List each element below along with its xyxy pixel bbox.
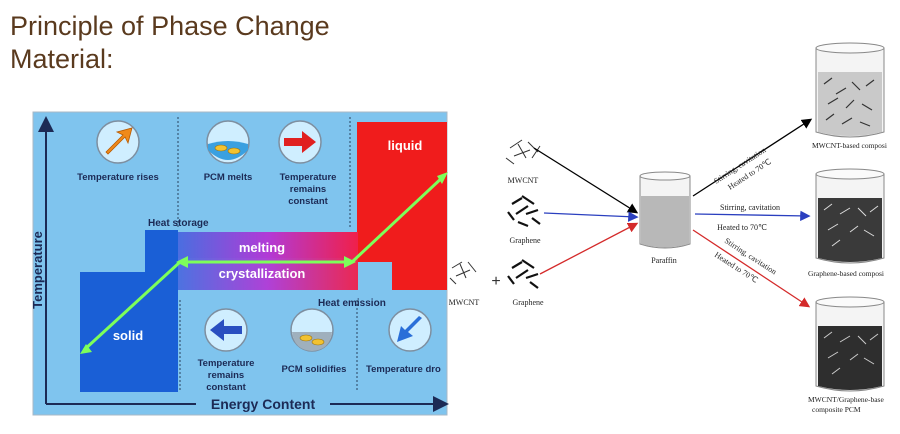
paraffin-label: Paraffin	[651, 256, 677, 265]
path-arrowhead-mid-left	[176, 256, 188, 268]
solidifying-pcm-icon	[290, 308, 334, 352]
liquid-label: liquid	[388, 138, 423, 153]
liquid-region	[357, 122, 447, 290]
path-arrowhead-end	[437, 172, 448, 184]
graphene-to-paraffin-arrow	[543, 211, 639, 222]
arrow-left-icon	[204, 308, 248, 352]
page-title: Principle of Phase Change Material:	[10, 10, 450, 76]
x-axis-label: Energy Content	[211, 396, 316, 412]
route-3-arrow	[692, 229, 811, 308]
y-axis-label: Temperature	[30, 231, 45, 309]
mwcnt-label: MWCNT	[508, 176, 539, 185]
phase-path-line	[82, 173, 447, 352]
temp-constant-bottom-line3: constant	[206, 382, 246, 393]
route-2-step1: Stirring, cavitation	[720, 203, 780, 212]
product-3-label-line2: composite PCM	[812, 405, 861, 414]
x-axis-label-bg	[196, 396, 330, 412]
paraffin-beaker-icon	[639, 171, 691, 249]
heat-storage-label: Heat storage	[148, 218, 209, 229]
combo-to-paraffin-arrow	[539, 222, 639, 275]
temp-constant-bottom-line1: Temperature	[198, 358, 255, 369]
temperature-rises-icon	[96, 120, 140, 164]
path-arrowhead-mid-right	[344, 256, 356, 268]
title-line-1: Principle of Phase Change	[10, 11, 330, 41]
pcm-solidifies-label: PCM solidifies	[282, 364, 347, 375]
melting-band	[178, 232, 358, 258]
route-2-arrow	[694, 210, 811, 222]
product-1-label: MWCNT-based composi	[812, 141, 887, 150]
heat-emission-label: Heat emission	[318, 298, 386, 309]
graphene-material-icon	[507, 195, 541, 228]
arrow-right-icon	[278, 120, 322, 164]
solid-label: solid	[113, 328, 143, 343]
mwcnt-material-icon	[505, 139, 541, 165]
temp-constant-bottom-line2: remains	[208, 370, 244, 381]
pcm-melts-label: PCM melts	[204, 172, 253, 183]
path-arrowhead-start	[80, 344, 92, 354]
temperature-rises-label: Temperature rises	[77, 172, 159, 183]
product-3-label-line1: MWCNT/Graphene-base	[808, 395, 884, 404]
combo-graphene-label: Graphene	[512, 298, 544, 307]
graphene-label: Graphene	[509, 236, 541, 245]
arrow-down-left-icon	[388, 308, 432, 352]
pcm-principle-diagram: Energy Content Temperature solid liquid …	[30, 111, 449, 416]
melting-label: melting	[239, 240, 285, 255]
route-2-step2: Heated to 70℃	[717, 223, 767, 232]
temp-constant-top-line1: Temperature	[280, 172, 337, 183]
combo-mwcnt-icon	[449, 261, 477, 285]
temp-constant-top-line2: remains	[290, 184, 326, 195]
temperature-drops-label: Temperature dro	[366, 364, 441, 375]
mwcnt-to-paraffin-arrow	[533, 147, 639, 214]
mwcnt-composite-beaker-icon	[815, 42, 885, 138]
melting-pcm-icon	[206, 120, 250, 164]
title-line-2: Material:	[10, 44, 114, 74]
plus-sign: +	[491, 273, 500, 290]
crystallization-label: crystallization	[219, 266, 306, 281]
product-2-label: Graphene-based composi	[808, 269, 884, 278]
graphene-composite-beaker-icon	[815, 168, 885, 264]
combo-mwcnt-label: MWCNT	[449, 298, 480, 307]
solid-region	[80, 230, 178, 392]
combo-graphene-icon	[507, 259, 539, 289]
route-1-arrow	[692, 118, 813, 197]
temp-constant-top-line3: constant	[288, 196, 328, 207]
hybrid-composite-beaker-icon	[815, 296, 885, 392]
